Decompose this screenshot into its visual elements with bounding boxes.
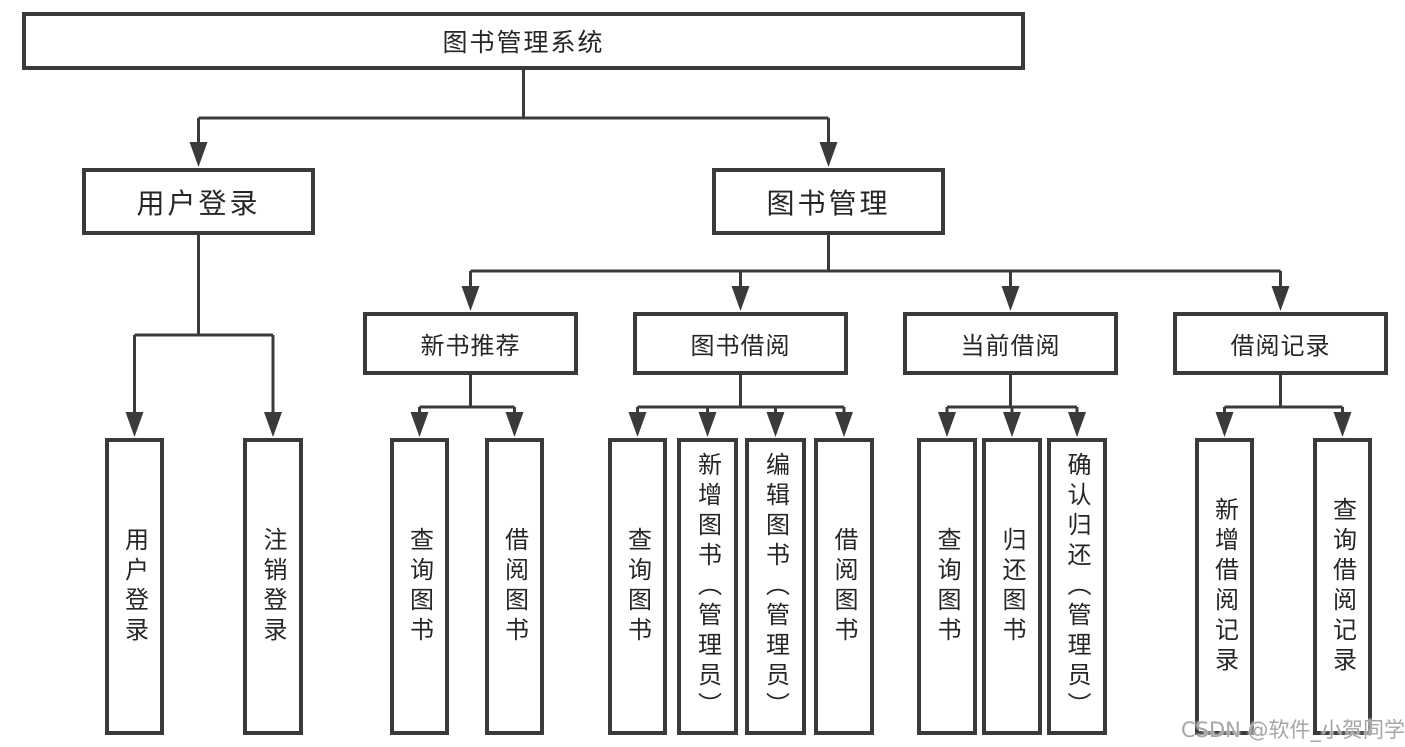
leaf-confirm-return-admin: 确认归还（管理员） bbox=[1047, 438, 1107, 735]
leaf-logout: 注销登录 bbox=[243, 438, 303, 735]
leaf-return-book: 归还图书 bbox=[982, 438, 1042, 735]
arrowhead-icon bbox=[766, 412, 785, 437]
node-library-management-system: 图书管理系统 bbox=[22, 12, 1025, 70]
arrowhead-icon bbox=[628, 412, 647, 437]
leaf-borrow-books: 借阅图书 bbox=[814, 438, 874, 735]
node-label: 新增借阅记录 bbox=[1210, 496, 1239, 677]
leaf-edit-book-admin: 编辑图书（管理员） bbox=[745, 438, 806, 735]
arrowhead-icon bbox=[731, 286, 750, 311]
node-label: 归还图书 bbox=[998, 526, 1026, 647]
arrowhead-icon bbox=[1068, 412, 1086, 437]
arrowhead-icon bbox=[125, 412, 144, 437]
node-label: 图书管理系统 bbox=[442, 28, 605, 57]
arrowhead-icon bbox=[698, 412, 717, 437]
leaf-add-book-admin: 新增图书（管理员） bbox=[677, 438, 738, 735]
node-label: 注销登录 bbox=[259, 526, 287, 647]
node-label: 查询图书 bbox=[623, 526, 652, 647]
arrowhead-icon bbox=[505, 412, 524, 437]
node-current-borrow: 当前借阅 bbox=[903, 312, 1118, 375]
node-user-login: 用户登录 bbox=[82, 168, 315, 235]
arrowhead-icon bbox=[1271, 286, 1290, 311]
arrowhead-icon bbox=[461, 286, 480, 311]
node-label: 编辑图书（管理员） bbox=[761, 451, 790, 722]
node-label: 确认归还（管理员） bbox=[1063, 451, 1091, 722]
arrowhead-icon bbox=[264, 412, 282, 437]
node-new-book-recommend: 新书推荐 bbox=[363, 312, 578, 375]
node-label: 借阅记录 bbox=[1230, 332, 1331, 360]
arrowhead-icon bbox=[1215, 412, 1234, 437]
leaf-add-borrow-record: 新增借阅记录 bbox=[1195, 438, 1254, 735]
leaf-query-borrow-record: 查询借阅记录 bbox=[1313, 438, 1372, 735]
arrowhead-icon bbox=[410, 412, 429, 437]
arrowhead-icon bbox=[819, 142, 838, 167]
node-label: 查询借阅记录 bbox=[1328, 496, 1357, 677]
node-label: 图书借阅 bbox=[690, 332, 791, 360]
arrowhead-icon bbox=[189, 142, 208, 167]
node-book-borrow: 图书借阅 bbox=[633, 312, 848, 375]
arrowhead-icon bbox=[1001, 286, 1020, 311]
node-label: 当前借阅 bbox=[960, 332, 1061, 360]
leaf-borrow-books-recommend: 借阅图书 bbox=[485, 438, 544, 735]
arrowhead-icon bbox=[938, 412, 956, 437]
arrowhead-icon bbox=[1003, 412, 1021, 437]
node-label: 新增图书（管理员） bbox=[693, 451, 722, 722]
leaf-query-books-current: 查询图书 bbox=[917, 438, 977, 735]
node-label: 新书推荐 bbox=[420, 332, 521, 360]
arrowhead-icon bbox=[1333, 412, 1352, 437]
node-label: 查询图书 bbox=[933, 526, 961, 647]
node-label: 用户登录 bbox=[120, 526, 149, 647]
node-book-management: 图书管理 bbox=[712, 168, 945, 235]
leaf-query-books-borrow: 查询图书 bbox=[608, 438, 667, 735]
arrowhead-icon bbox=[835, 412, 853, 437]
node-label: 借阅图书 bbox=[830, 526, 858, 647]
node-label: 图书管理 bbox=[766, 186, 891, 220]
watermark: CSDN @软件_小贺同学 bbox=[1181, 718, 1405, 742]
leaf-query-books-recommend: 查询图书 bbox=[390, 438, 449, 735]
node-label: 用户登录 bbox=[136, 186, 261, 220]
node-borrow-records: 借阅记录 bbox=[1173, 312, 1388, 375]
node-label: 借阅图书 bbox=[500, 526, 529, 647]
leaf-user-login: 用户登录 bbox=[105, 438, 164, 735]
node-label: 查询图书 bbox=[405, 526, 434, 647]
